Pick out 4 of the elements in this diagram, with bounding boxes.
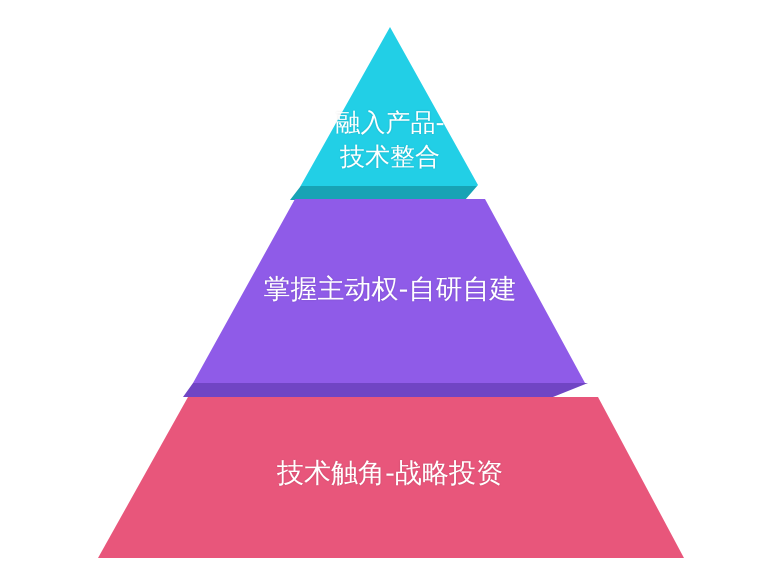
tier-label: 融入产品-技术整合 <box>334 107 446 173</box>
tier-label: 掌握主动权-自研自建 <box>264 273 516 307</box>
tier-label: 技术触角-战略投资 <box>277 457 503 491</box>
pyramid-tier <box>98 397 684 558</box>
